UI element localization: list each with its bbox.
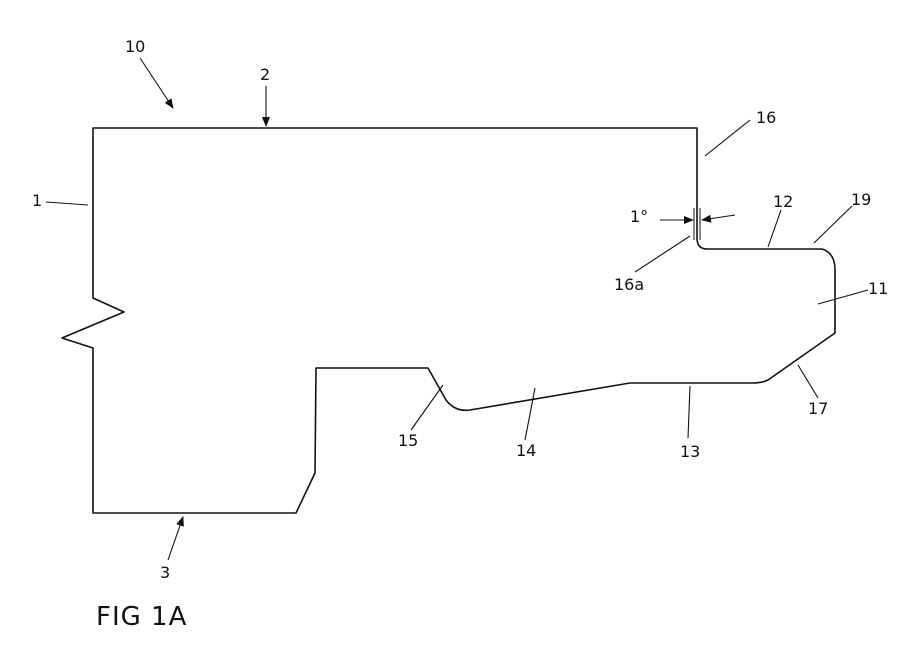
leader-1 — [46, 202, 88, 205]
ref-15: 15 — [398, 431, 418, 450]
ref-12: 12 — [773, 192, 793, 211]
leader-19 — [814, 206, 852, 243]
ref-17: 17 — [808, 399, 828, 418]
groove-detail-16a — [694, 208, 700, 240]
ref-16: 16 — [756, 108, 776, 127]
angle-label: 1° — [630, 207, 648, 226]
ref-11: 11 — [868, 279, 888, 298]
ref-14: 14 — [516, 441, 536, 460]
leader-14 — [525, 388, 535, 440]
leader-16 — [705, 120, 750, 156]
leader-17 — [798, 365, 818, 398]
profile-outline — [62, 128, 835, 513]
ref-16a: 16a — [614, 275, 644, 294]
ref-19: 19 — [851, 190, 871, 209]
leader-15 — [411, 385, 443, 430]
ref-3: 3 — [160, 563, 170, 582]
leader-12 — [768, 210, 781, 247]
leader-13 — [688, 386, 690, 438]
leader-10 — [140, 58, 173, 108]
leader-11 — [818, 290, 868, 304]
leader-lines — [46, 58, 868, 560]
leader-16a — [635, 236, 690, 272]
ref-10: 10 — [125, 37, 145, 56]
ref-2: 2 — [260, 65, 270, 84]
leader-3 — [168, 517, 183, 560]
figure-caption: FIG 1A — [96, 602, 187, 632]
ref-1: 1 — [32, 191, 42, 210]
angle-indicator: 1° — [630, 207, 735, 226]
ref-13: 13 — [680, 442, 700, 461]
